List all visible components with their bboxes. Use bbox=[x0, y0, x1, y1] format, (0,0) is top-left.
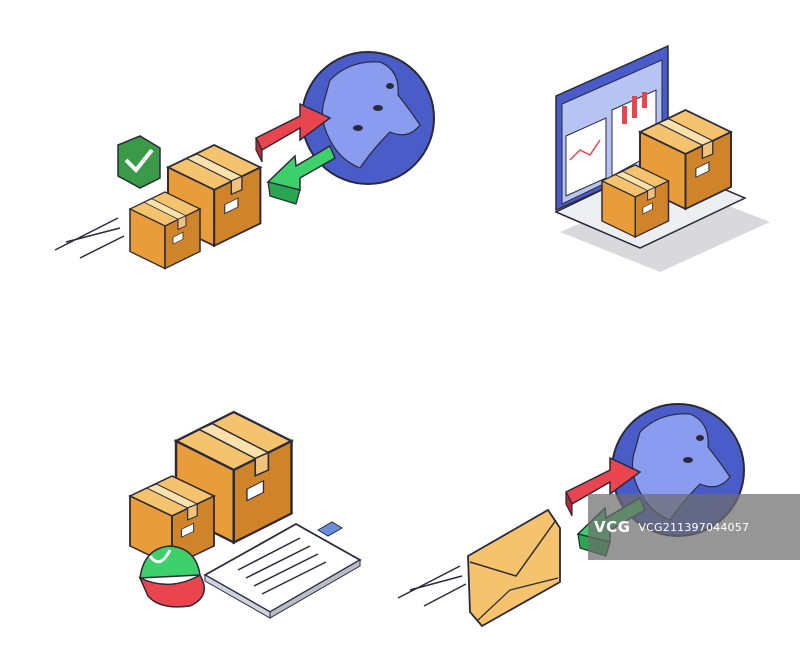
globe-icon bbox=[301, 51, 435, 185]
envelope-icon bbox=[467, 508, 561, 628]
incoming-arrow-icon bbox=[266, 144, 336, 205]
outgoing-arrow-icon bbox=[564, 456, 642, 517]
outgoing-arrow-icon bbox=[254, 102, 332, 163]
cap-icon bbox=[138, 545, 205, 608]
laptop-inventory-icon bbox=[554, 44, 770, 272]
global-shipping-icon bbox=[54, 51, 435, 270]
inventory-checklist-icon bbox=[129, 410, 362, 619]
watermark-logo: VCG bbox=[594, 518, 631, 536]
check-badge-icon bbox=[117, 135, 161, 189]
watermark-id: VCG211397044057 bbox=[638, 520, 750, 534]
watermark: VCG VCG211397044057 bbox=[588, 494, 800, 560]
clipboard-icon bbox=[203, 521, 362, 619]
speed-lines-icon bbox=[397, 565, 467, 607]
speed-lines-icon bbox=[54, 217, 125, 259]
package-box-icon bbox=[601, 164, 670, 238]
package-box-icon bbox=[129, 191, 201, 270]
